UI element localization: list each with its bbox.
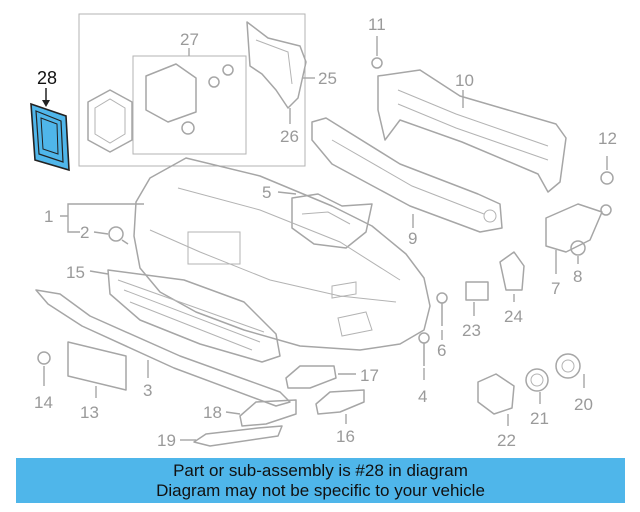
part-10-impact-bar[interactable] <box>377 69 567 193</box>
part-14-clip[interactable] <box>37 351 51 365</box>
callout-18[interactable]: 18 <box>203 403 222 422</box>
part-11-bolt[interactable] <box>371 57 383 69</box>
callout-27[interactable]: 27 <box>180 30 199 49</box>
part-5-side-bracket[interactable] <box>291 193 373 249</box>
leader-2 <box>93 231 109 235</box>
callout-2[interactable]: 2 <box>80 223 89 242</box>
part-17-fog-trim[interactable] <box>285 365 337 389</box>
sensor-bracket-inset-box <box>78 13 306 167</box>
callout-15[interactable]: 15 <box>66 263 85 282</box>
callout-12[interactable]: 12 <box>598 129 617 148</box>
part-22-sensor-bracket[interactable] <box>477 373 515 415</box>
callout-20[interactable]: 20 <box>574 395 593 414</box>
arrow-head <box>42 100 50 107</box>
callout-25[interactable]: 25 <box>318 69 337 88</box>
banner-line-1: Part or sub-assembly is #28 in diagram <box>173 461 468 480</box>
part-19-strip[interactable] <box>193 425 283 447</box>
callout-13[interactable]: 13 <box>80 403 99 422</box>
part-1-bumper-cover[interactable] <box>133 157 431 351</box>
callout-14[interactable]: 14 <box>34 393 53 412</box>
part-24-bracket[interactable] <box>499 251 525 291</box>
leader-5 <box>277 191 297 195</box>
callout-17[interactable]: 17 <box>360 366 379 385</box>
part-9-energy-absorber[interactable] <box>311 117 503 233</box>
sensor-mount-subassembly-box <box>132 55 247 155</box>
callout-9[interactable]: 9 <box>408 229 417 248</box>
callout-21[interactable]: 21 <box>530 409 549 428</box>
callout-22[interactable]: 22 <box>497 431 516 450</box>
callout-4[interactable]: 4 <box>418 387 427 406</box>
part-2-park-sensor[interactable] <box>108 226 129 245</box>
part-27-sensor-module[interactable] <box>87 63 234 153</box>
part-21-sensor-ring[interactable] <box>525 368 549 392</box>
part-15-lower-grille[interactable] <box>107 269 281 363</box>
part-13-license-plate-bracket[interactable] <box>67 341 127 391</box>
leader-18 <box>225 411 241 415</box>
leader-15 <box>89 270 109 275</box>
callout-19[interactable]: 19 <box>157 431 176 450</box>
callout-8[interactable]: 8 <box>573 267 582 286</box>
callout-6[interactable]: 6 <box>437 341 446 360</box>
exploded-parts-diagram: 28 27 25 26 11 10 12 9 5 <box>30 13 617 450</box>
part-28-radar-cover[interactable] <box>30 102 70 172</box>
callout-24[interactable]: 24 <box>504 307 523 326</box>
part-3-lower-trim[interactable] <box>35 289 291 407</box>
leader-1 <box>60 203 144 233</box>
part-8-side-guide[interactable] <box>545 203 612 256</box>
banner-line-2: Diagram may not be specific to your vehi… <box>156 481 485 500</box>
callout-11[interactable]: 11 <box>368 15 386 34</box>
part-20-park-sensor[interactable] <box>555 353 581 379</box>
callout-7[interactable]: 7 <box>551 279 560 298</box>
part-6-bolt[interactable] <box>436 292 448 326</box>
callout-10[interactable]: 10 <box>455 71 474 90</box>
part-12-bolt[interactable] <box>600 171 614 185</box>
callout-1[interactable]: 1 <box>44 207 53 226</box>
part-23-sensor-holder[interactable] <box>465 281 489 301</box>
callout-26[interactable]: 26 <box>280 127 299 146</box>
part-25-bracket[interactable] <box>246 21 307 109</box>
callout-3[interactable]: 3 <box>143 381 152 400</box>
callout-23[interactable]: 23 <box>462 321 481 340</box>
info-banner: Part or sub-assembly is #28 in diagram D… <box>16 458 625 503</box>
part-16-fog-trim[interactable] <box>315 389 365 415</box>
callout-5[interactable]: 5 <box>262 183 271 202</box>
part-4-screw[interactable] <box>418 332 430 366</box>
part-18-fog-trim[interactable] <box>239 399 297 427</box>
callout-16[interactable]: 16 <box>336 427 355 446</box>
callout-28[interactable]: 28 <box>37 68 57 88</box>
